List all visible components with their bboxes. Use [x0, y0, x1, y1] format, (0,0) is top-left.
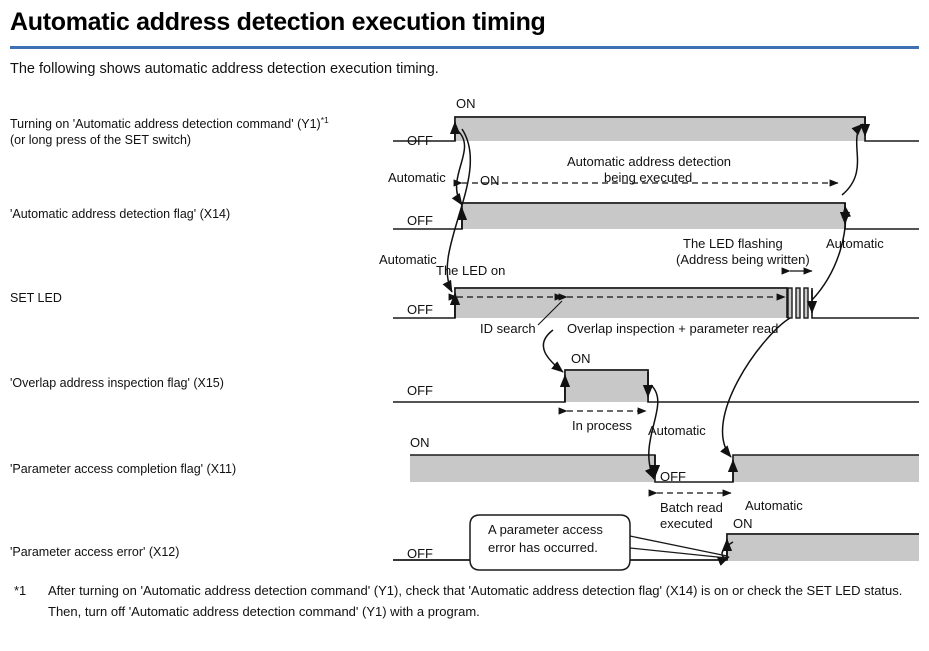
- state-label-y1-on: ON: [456, 96, 476, 111]
- waveform-x14-detection-flag: [393, 202, 919, 230]
- title-divider: [10, 46, 919, 49]
- row-label-y1-command: Turning on 'Automatic address detection …: [10, 112, 329, 148]
- annotation-detection-executing-line2: being executed: [604, 170, 692, 185]
- callout-line2: error has occurred.: [488, 540, 598, 555]
- page-title: Automatic address detection execution ti…: [10, 8, 546, 36]
- intro-text: The following shows automatic address de…: [10, 61, 439, 77]
- state-label-x15-off: OFF: [407, 383, 433, 398]
- row-label-x15-overlap-flag: 'Overlap address inspection flag' (X15): [10, 376, 224, 390]
- waveform-set-led: [393, 287, 919, 319]
- state-label-x14-on: ON: [480, 173, 500, 188]
- footnote: *1 After turning on 'Automatic address d…: [14, 580, 919, 622]
- annotation-automatic-5: Automatic: [826, 236, 884, 251]
- annotation-automatic-3: Automatic: [648, 423, 706, 438]
- state-label-y1-off: OFF: [407, 133, 433, 148]
- callout-line1: A parameter access: [488, 522, 603, 537]
- automatic-arrows: [442, 123, 864, 566]
- annotation-led-flashing-line1: The LED flashing: [683, 236, 783, 251]
- row-label-set-led: SET LED: [10, 291, 62, 305]
- annotation-led-on: The LED on: [436, 263, 505, 278]
- state-label-x11-on: ON: [410, 435, 430, 450]
- waveform-y1-command: [393, 116, 919, 142]
- row-label-x12-access-error: 'Parameter access error' (X12): [10, 545, 180, 559]
- annotation-automatic-1: Automatic: [388, 170, 446, 185]
- state-label-x14-off: OFF: [407, 213, 433, 228]
- set-led-flashing-pulses: [787, 287, 809, 319]
- row-label-x14-detection-flag: 'Automatic address detection flag' (X14): [10, 207, 231, 221]
- row-label-y1-line1: Turning on 'Automatic address detection …: [10, 117, 321, 132]
- row-label-y1-footnote-mark: *1: [320, 115, 329, 125]
- annotation-batch-read-line2: executed: [660, 516, 713, 531]
- annotation-led-flashing-line2: (Address being written): [676, 252, 810, 267]
- row-label-y1-line2: (or long press of the SET switch): [10, 133, 192, 148]
- footnote-text: After turning on 'Automatic address dete…: [48, 583, 903, 619]
- waveform-x11-access-completion-flag: [410, 454, 919, 483]
- state-label-x12-off: OFF: [407, 546, 433, 561]
- state-label-x11-off: OFF: [660, 469, 686, 484]
- state-label-set-led-off: OFF: [407, 302, 433, 317]
- annotation-detection-executing-line1: Automatic address detection: [567, 154, 731, 169]
- state-label-x12-on: ON: [733, 516, 753, 531]
- annotation-batch-read-line1: Batch read: [660, 500, 723, 515]
- footnote-mark: *1: [14, 583, 27, 598]
- row-label-x11-access-completion-flag: 'Parameter access completion flag' (X11): [10, 462, 237, 476]
- annotation-in-process: In process: [572, 418, 632, 433]
- state-label-x15-on: ON: [571, 351, 591, 366]
- annotation-automatic-2: Automatic: [379, 252, 437, 267]
- waveform-x15-overlap-flag: [393, 369, 919, 403]
- annotation-overlap-inspection: Overlap inspection + parameter read: [567, 321, 778, 336]
- annotation-id-search: ID search: [480, 321, 536, 336]
- callout-parameter-access-error: [469, 514, 728, 571]
- waveform-x12-access-error: [393, 533, 919, 561]
- annotation-automatic-4: Automatic: [745, 498, 803, 513]
